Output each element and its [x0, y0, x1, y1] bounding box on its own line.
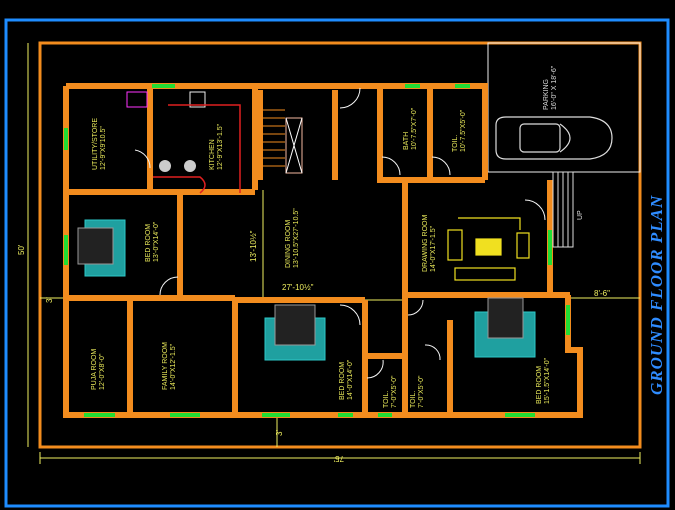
dim-left-setback: 3'	[45, 297, 54, 303]
dim-dining-width: 13'-10½"	[249, 230, 258, 262]
svg-text:13'-10.5"X27'-10.5": 13'-10.5"X27'-10.5"	[293, 208, 300, 268]
parking-area	[487, 42, 641, 173]
windows	[64, 84, 570, 417]
bed-icon	[77, 219, 126, 277]
svg-text:14'-0"X12'-1.5": 14'-0"X12'-1.5"	[170, 343, 177, 390]
svg-text:BED ROOM: BED ROOM	[339, 362, 346, 400]
doors	[134, 87, 546, 379]
svg-text:12'-9"X9'10.5": 12'-9"X9'10.5"	[100, 126, 107, 170]
dim-depth: 50'	[17, 244, 26, 255]
entry-steps	[552, 171, 574, 248]
sofa-set-icon	[447, 217, 530, 281]
svg-text:13'-0"X14'-0": 13'-0"X14'-0"	[153, 221, 160, 262]
svg-text:16'-0" X 18'-6": 16'-0" X 18'-6"	[551, 65, 558, 110]
drawing-title: GROUND FLOOR PLAN	[647, 195, 666, 395]
svg-text:BED ROOM: BED ROOM	[536, 366, 543, 404]
svg-text:15'-1.5"X14'-0": 15'-1.5"X14'-0"	[544, 357, 551, 404]
stair-up-label: UP	[577, 210, 584, 220]
dim-side-setback: 8'-6"	[594, 289, 610, 298]
dimension-lines	[27, 43, 641, 464]
room-toilet-a: TOIL.7'-0"X5'-0"	[383, 375, 398, 408]
dim-front-setback: 3'	[275, 430, 284, 436]
svg-text:10'-7.5"X5'-0": 10'-7.5"X5'-0"	[460, 109, 467, 152]
svg-text:BATH: BATH	[403, 132, 410, 150]
bed-icon	[474, 297, 536, 358]
svg-text:FAMILY ROOM: FAMILY ROOM	[162, 342, 169, 390]
dim-dining-length: 27'-10½"	[282, 283, 314, 292]
svg-text:PUJA ROOM: PUJA ROOM	[91, 349, 98, 390]
svg-text:7'-0"X5'-0": 7'-0"X5'-0"	[391, 375, 398, 408]
walls	[63, 83, 583, 418]
staircase	[262, 109, 303, 174]
svg-text:10'-7.5"X7'-0": 10'-7.5"X7'-0"	[411, 107, 418, 150]
svg-text:12'-9"X13'-1.5": 12'-9"X13'-1.5"	[217, 123, 224, 170]
kitchen-fixtures	[126, 91, 241, 194]
dim-width: 75'	[333, 454, 344, 463]
bed-icon	[264, 304, 326, 361]
svg-text:7'-0"X5'-0": 7'-0"X5'-0"	[418, 375, 425, 408]
svg-text:BED ROOM: BED ROOM	[145, 224, 152, 262]
svg-text:12'-0"X8'-0": 12'-0"X8'-0"	[99, 353, 106, 390]
svg-text:KITCHEN: KITCHEN	[209, 139, 216, 170]
svg-text:TOIL.: TOIL.	[452, 135, 459, 152]
svg-text:14'-0"X14'-0": 14'-0"X14'-0"	[347, 359, 354, 400]
room-toilet-b: TOIL.7'-0"X5'-0"	[410, 375, 425, 408]
svg-text:UTILITY/STORE: UTILITY/STORE	[92, 118, 99, 170]
car-icon	[495, 116, 613, 160]
drawing-frame	[4, 18, 670, 508]
svg-text:14'-0"X17'-1.5": 14'-0"X17'-1.5"	[430, 225, 437, 272]
svg-text:TOIL.: TOIL.	[410, 391, 417, 408]
svg-text:DRAWING ROOM: DRAWING ROOM	[422, 215, 429, 272]
plot-boundary	[38, 41, 642, 449]
svg-text:TOIL.: TOIL.	[383, 391, 390, 408]
svg-text:PARKING: PARKING	[543, 79, 550, 110]
svg-text:DINING ROOM: DINING ROOM	[285, 220, 292, 268]
room-toilet-top: TOIL.10'-7.5"X5'-0"	[452, 109, 467, 152]
